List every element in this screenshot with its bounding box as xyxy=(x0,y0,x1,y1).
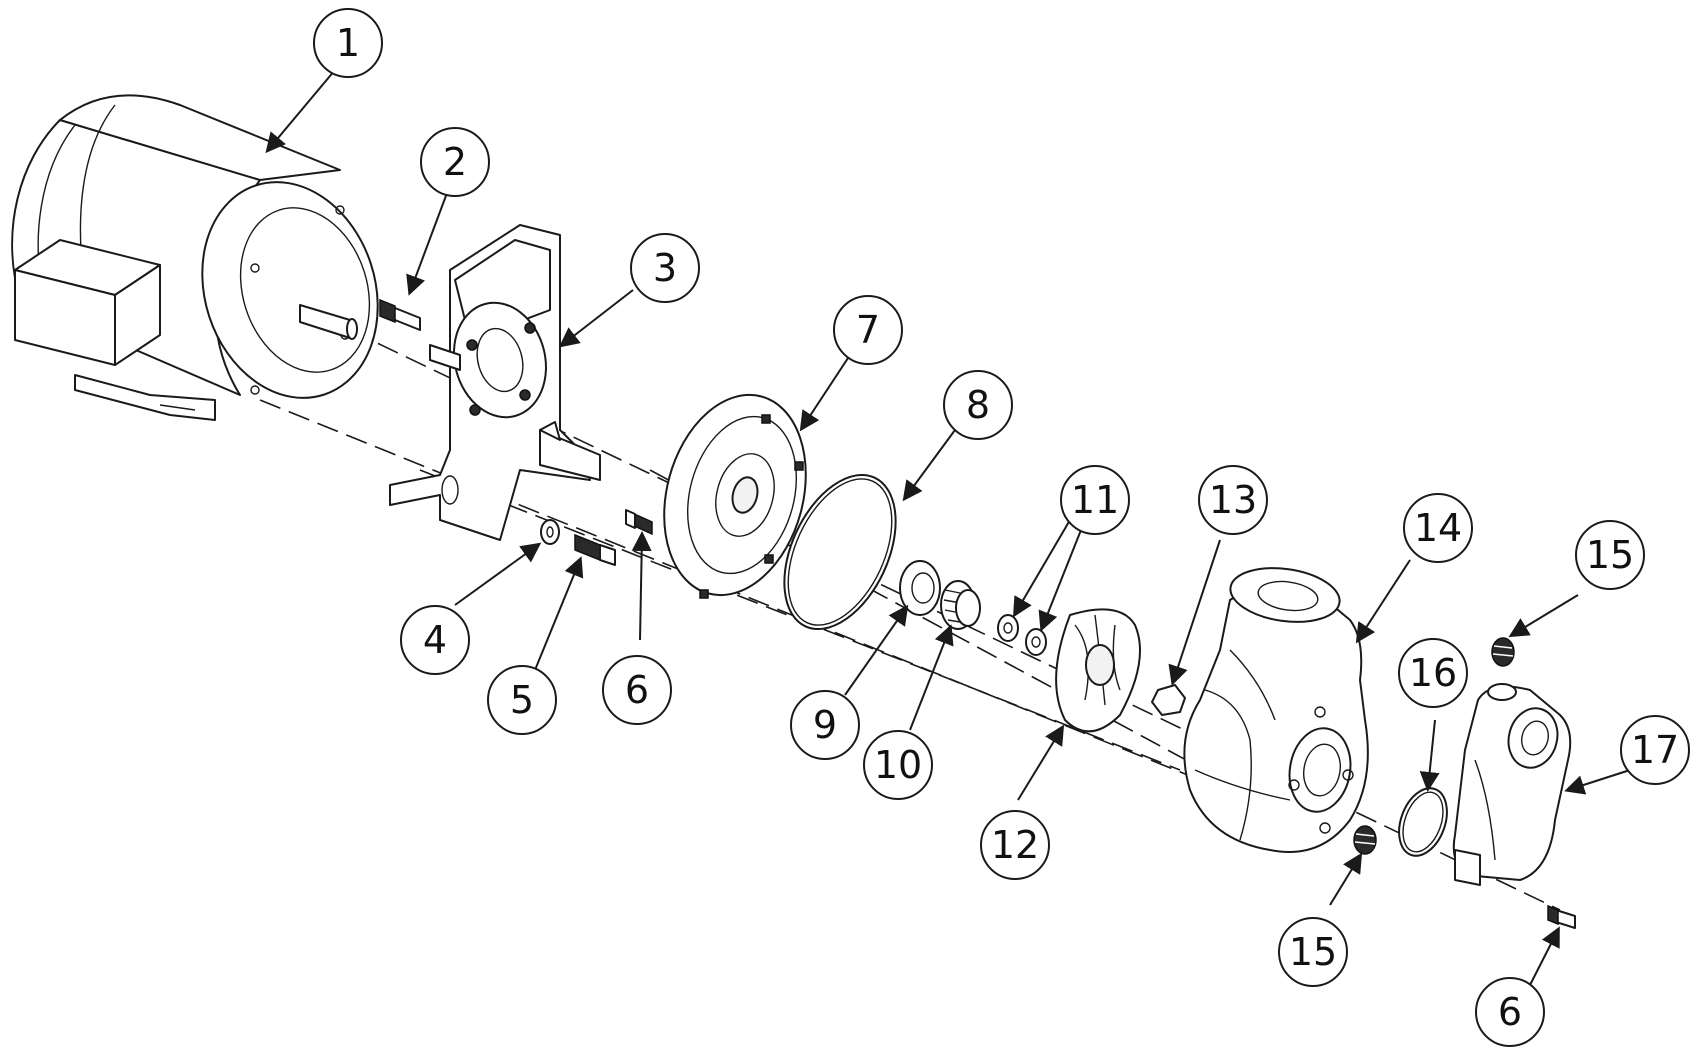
callout-13: 13 xyxy=(1198,465,1268,535)
callout-label: 6 xyxy=(1498,990,1522,1034)
callout-label: 14 xyxy=(1414,506,1462,550)
callout-label: 3 xyxy=(653,246,677,290)
callout-14: 14 xyxy=(1403,493,1473,563)
drain-plug-15a xyxy=(1353,825,1377,855)
impeller-nut-13 xyxy=(1151,684,1186,716)
callout-2: 2 xyxy=(420,127,490,197)
shim-washers-11 xyxy=(997,614,1047,656)
callout-label: 17 xyxy=(1631,728,1679,772)
callout-15a: 15 xyxy=(1575,520,1645,590)
callout-10: 10 xyxy=(863,730,933,800)
callout-label: 9 xyxy=(813,703,837,747)
callout-label: 5 xyxy=(510,678,534,722)
leader-lines xyxy=(265,69,1631,986)
cover-17 xyxy=(1452,683,1572,886)
callout-8: 8 xyxy=(943,370,1013,440)
callout-11: 11 xyxy=(1060,465,1130,535)
bolt-2 xyxy=(379,298,421,331)
pump-casing-14 xyxy=(1183,567,1369,853)
seal-spring-10 xyxy=(940,580,981,630)
callout-5: 5 xyxy=(487,665,557,735)
callout-label: 12 xyxy=(991,823,1039,867)
callout-16: 16 xyxy=(1398,638,1468,708)
bolt-5 xyxy=(574,533,616,566)
callout-label: 16 xyxy=(1409,651,1457,695)
callout-label: 7 xyxy=(856,308,880,352)
impeller-12 xyxy=(1055,608,1141,733)
callout-label: 10 xyxy=(874,743,922,787)
callout-12: 12 xyxy=(980,810,1050,880)
callout-label: 1 xyxy=(336,21,360,65)
o-ring-8 xyxy=(783,473,897,631)
callout-label: 13 xyxy=(1209,478,1257,522)
callout-6a: 6 xyxy=(602,655,672,725)
callout-6b: 6 xyxy=(1475,977,1545,1047)
screw-6b xyxy=(1547,904,1576,929)
callout-label: 11 xyxy=(1071,478,1119,522)
callout-label: 4 xyxy=(423,618,447,662)
callout-label: 8 xyxy=(966,383,990,427)
callout-1: 1 xyxy=(313,8,383,78)
callout-label: 2 xyxy=(443,140,467,184)
motor xyxy=(11,94,379,421)
drain-plug-15b xyxy=(1491,637,1515,667)
washer-4 xyxy=(540,519,560,545)
screw-6a xyxy=(625,509,653,536)
callout-9: 9 xyxy=(790,690,860,760)
callout-7: 7 xyxy=(833,295,903,365)
callout-4: 4 xyxy=(400,605,470,675)
callout-15b: 15 xyxy=(1278,917,1348,987)
callout-label: 15 xyxy=(1586,533,1634,577)
callout-label: 15 xyxy=(1289,930,1337,974)
adapter-bracket xyxy=(389,224,601,541)
seal-seat-9 xyxy=(899,560,941,616)
o-ring-16 xyxy=(1398,787,1448,857)
callout-17: 17 xyxy=(1620,715,1690,785)
backplate xyxy=(663,393,807,599)
callout-3: 3 xyxy=(630,233,700,303)
callout-label: 6 xyxy=(625,668,649,712)
